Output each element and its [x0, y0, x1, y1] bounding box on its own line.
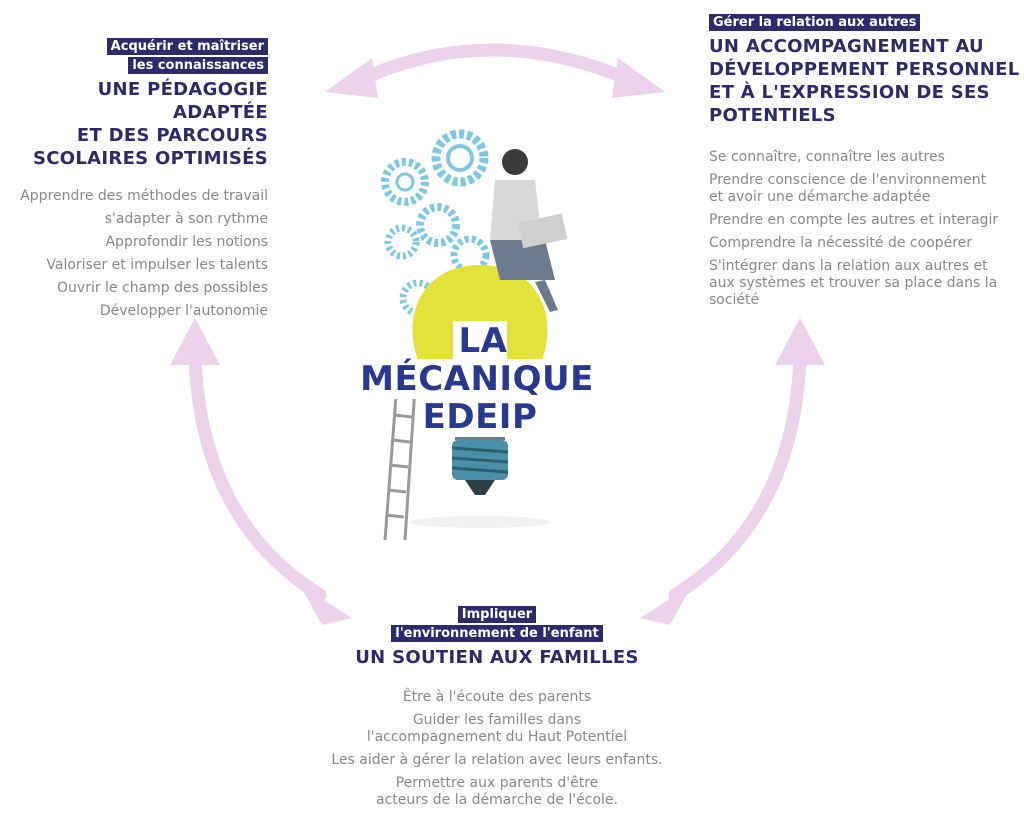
list-item: Les aider à gérer la relation avec leurs… — [331, 752, 663, 768]
list-item: Prendre en compte les autres et interagi… — [709, 212, 999, 228]
lightbulb-illustration — [381, 129, 568, 541]
list-families: Être à l'écoute des parents Guider les f… — [312, 689, 682, 809]
list-item: s'adapter à son rythme — [104, 211, 268, 227]
arrowhead-top-right — [612, 58, 665, 98]
arrowhead-top-left — [325, 58, 378, 98]
list-item: Permettre aux parents d'être acteurs de … — [376, 775, 618, 808]
list-item: Prendre conscience de l'environnement et… — [709, 172, 987, 205]
center-title-line2: EDEIP — [416, 397, 544, 437]
headline-line: DÉVELOPPEMENT PERSONNEL — [709, 59, 1020, 80]
headline-relation: UN ACCOMPAGNEMENT AU DÉVELOPPEMENT PERSO… — [709, 35, 1021, 127]
arrowhead-right-up — [775, 318, 825, 365]
tag-relation: Gérer la relation aux autres — [709, 14, 921, 31]
list-item: Valoriser et impulser les talents — [46, 257, 268, 273]
list-item: Être à l'écoute des parents — [402, 689, 592, 705]
tag-knowledge-line2: les connaissances — [128, 57, 268, 74]
arrowhead-right-down — [640, 585, 692, 625]
list-item: Développer l'autonomie — [99, 303, 268, 319]
list-item: Comprendre la nécessité de coopérer — [709, 235, 973, 251]
center-title: LA MÉCANIQUE EDEIP — [330, 321, 630, 437]
headline-families: UN SOUTIEN AUX FAMILLES — [355, 647, 639, 668]
list-item: S'intégrer dans la relation aux autres e… — [709, 258, 998, 308]
tag-families-line2: l'environnement de l'enfant — [391, 625, 603, 642]
list-item: Se connaître, connaître les autres — [709, 149, 945, 165]
list-knowledge: Apprendre des méthodes de travail s'adap… — [6, 188, 268, 320]
headline-line: ET À L'EXPRESSION DE SES — [709, 82, 990, 103]
headline-line: UNE PÉDAGOGIE ADAPTÉE — [97, 79, 268, 123]
arrow-left — [188, 348, 327, 602]
headline-line: SCOLAIRES OPTIMISÉS — [33, 148, 268, 169]
headline-line: POTENTIELS — [709, 105, 836, 126]
tag-knowledge-line1: Acquérir et maîtriser — [106, 38, 268, 55]
block-families: Impliquer l'environnement de l'enfant UN… — [312, 604, 682, 815]
person-with-laptop-icon — [490, 149, 568, 312]
list-item: Approfondir les notions — [105, 234, 268, 250]
list-item: Ouvrir le champ des possibles — [57, 280, 268, 296]
list-item: Apprendre des méthodes de travail — [20, 188, 268, 204]
arrowhead-left-down — [300, 585, 352, 625]
arrow-top — [353, 43, 637, 87]
headline-line: ET DES PARCOURS — [76, 125, 268, 146]
list-item: Guider les familles dans l'accompagnemen… — [366, 712, 628, 745]
list-relation: Se connaître, connaître les autres Prend… — [709, 149, 1014, 309]
headline-line: UN ACCOMPAGNEMENT AU — [709, 36, 984, 57]
arrowhead-left-up — [170, 318, 220, 365]
center-title-line1: LA MÉCANIQUE — [360, 321, 600, 399]
tag-families-line1: Impliquer — [457, 606, 537, 623]
headline-knowledge: UNE PÉDAGOGIE ADAPTÉE ET DES PARCOURS SC… — [6, 78, 268, 170]
block-relation: Gérer la relation aux autres UN ACCOMPAG… — [709, 12, 1021, 315]
arrow-right — [668, 348, 807, 602]
block-knowledge: Acquérir et maîtriser les connaissances … — [6, 36, 268, 326]
